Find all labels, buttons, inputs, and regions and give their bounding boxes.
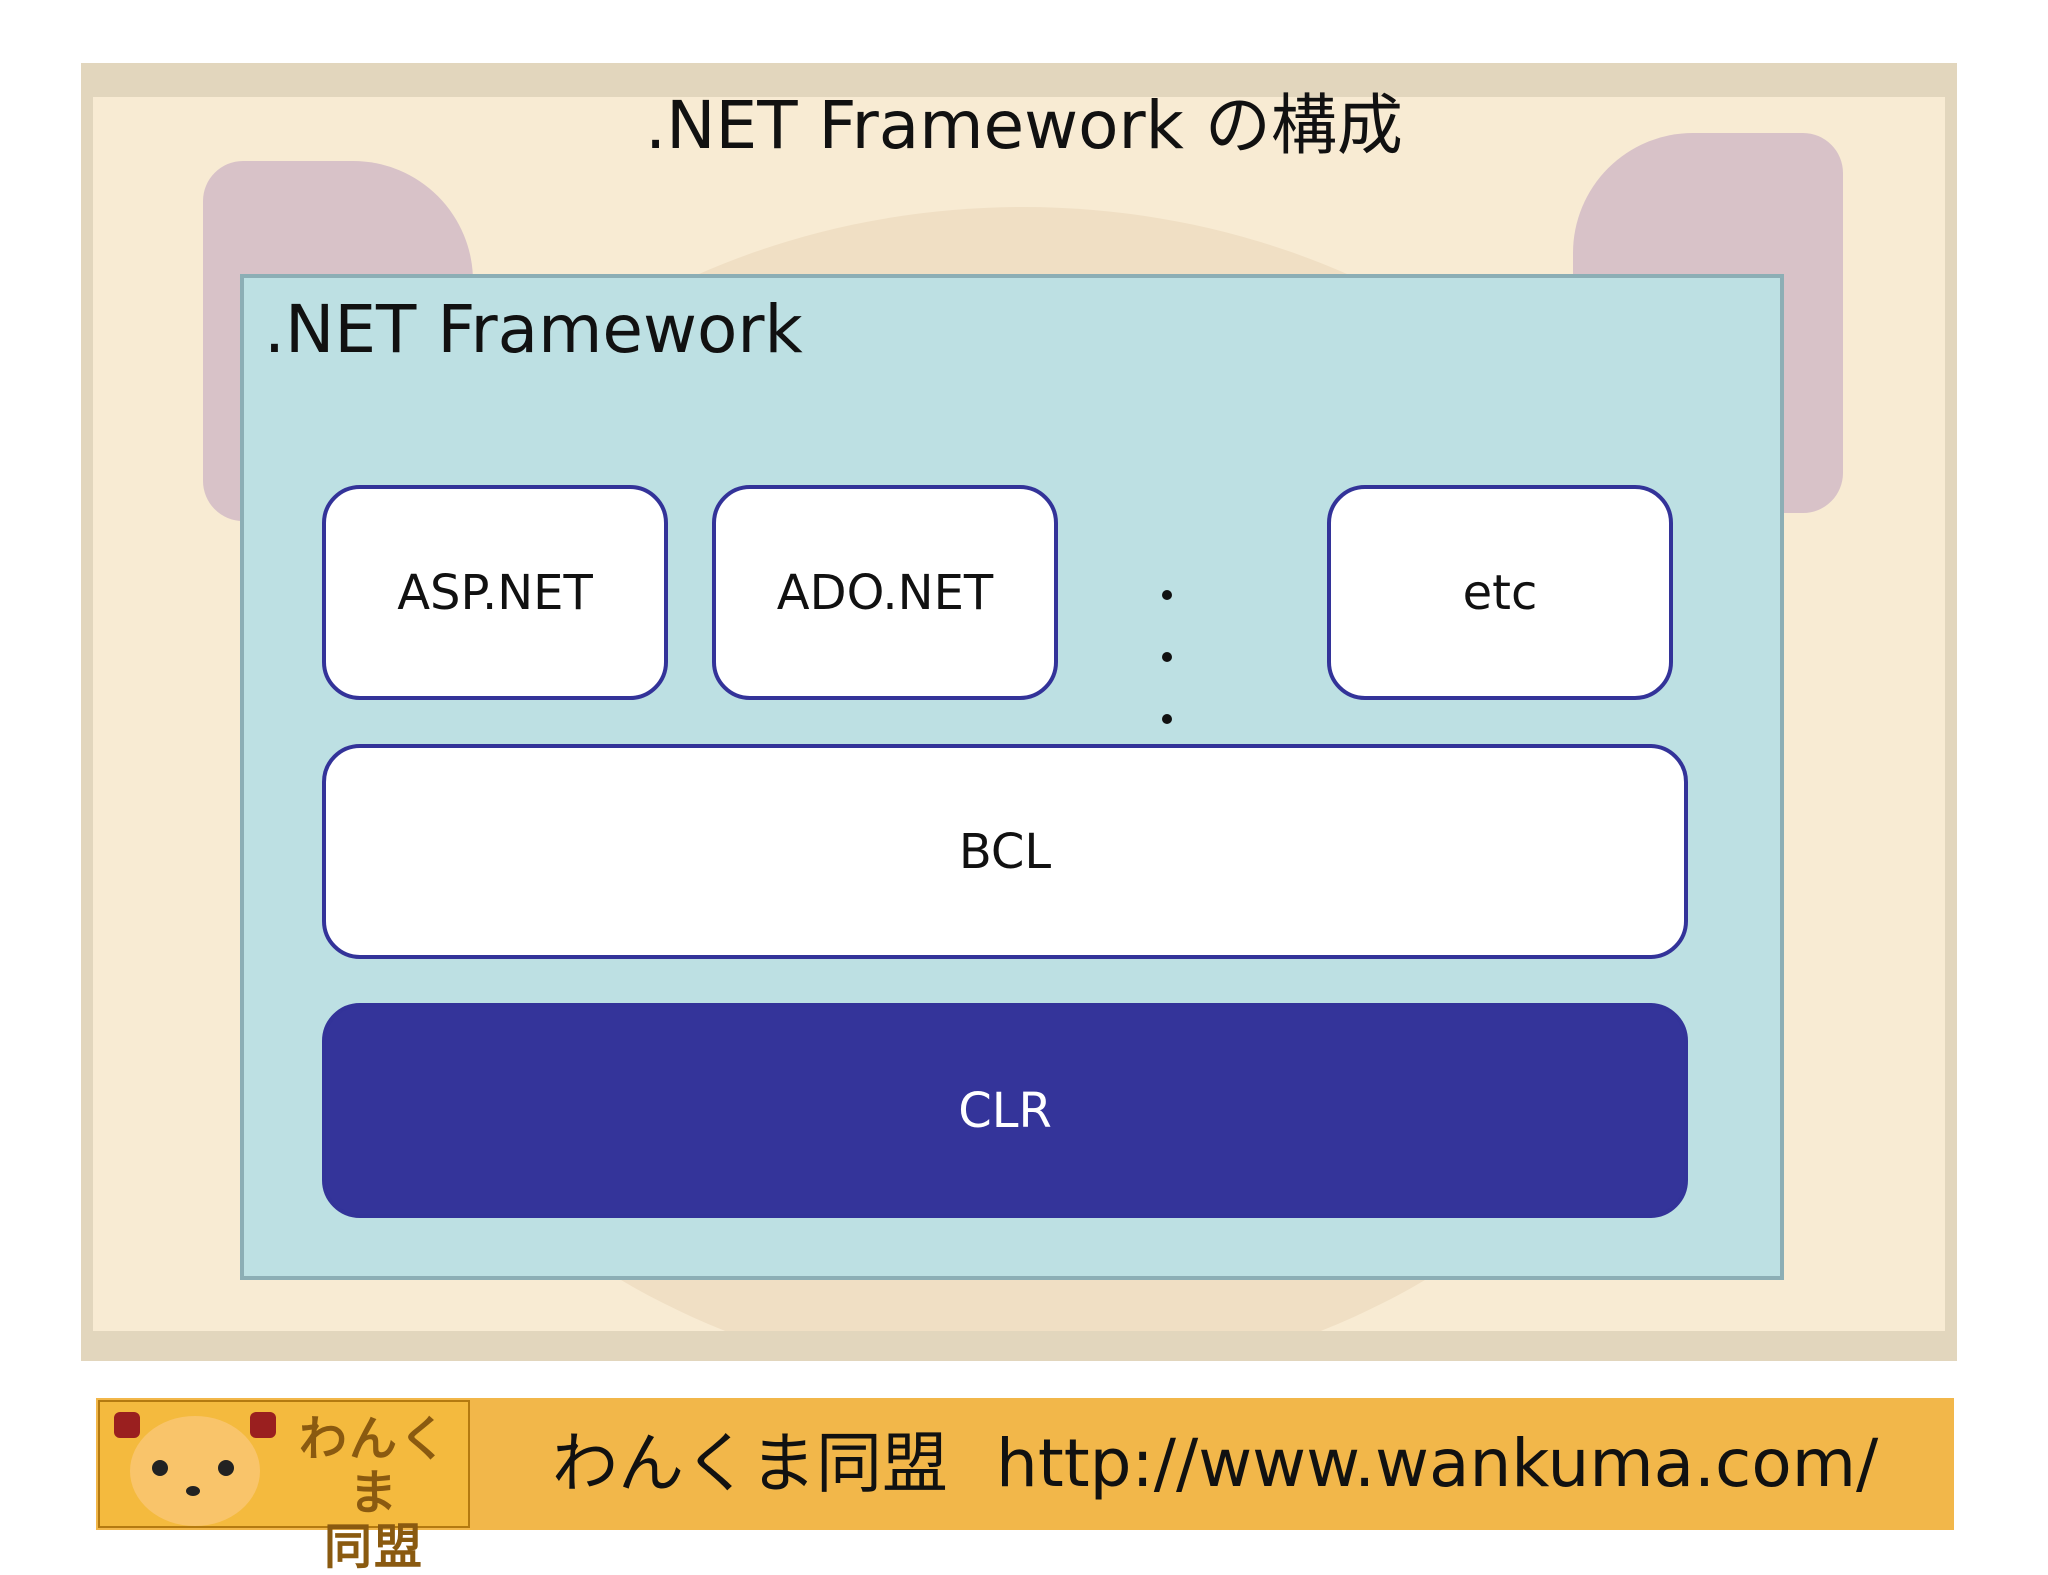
component-clr: CLR (322, 1003, 1688, 1218)
component-asp-net-label: ASP.NET (397, 564, 593, 621)
component-bcl-label: BCL (958, 823, 1052, 880)
component-asp-net: ASP.NET (322, 485, 668, 700)
logo-text-line2: 同盟 (323, 1519, 424, 1575)
logo-text: わんくま 同盟 (284, 1412, 464, 1574)
bear-eye-right-icon (218, 1460, 234, 1476)
component-etc: etc (1327, 485, 1673, 700)
ellipsis-dot-3 (1162, 714, 1172, 724)
logo-text-line1: わんくま (298, 1411, 449, 1521)
ellipsis-dot-2 (1162, 652, 1172, 662)
footer-text: わんくま同盟 http://www.wankuma.com/ (552, 1424, 1878, 1503)
component-ado-net-label: ADO.NET (776, 564, 994, 621)
component-clr-label: CLR (958, 1082, 1052, 1139)
component-bcl: BCL (322, 744, 1688, 959)
bear-eye-left-icon (152, 1460, 168, 1476)
slide-title: .NET Framework の構成 (645, 87, 1403, 164)
logo-ear-left-icon (114, 1412, 140, 1438)
ellipsis-dot-1 (1162, 590, 1172, 600)
wankuma-logo: わんくま 同盟 (98, 1400, 470, 1574)
bear-face-icon (130, 1416, 260, 1526)
bear-nose-icon (186, 1486, 200, 1496)
footer-org-name: わんくま同盟 (552, 1425, 948, 1502)
footer-url-link[interactable]: http://www.wankuma.com/ (996, 1425, 1879, 1502)
logo-ear-right-icon (250, 1412, 276, 1438)
component-etc-label: etc (1462, 564, 1538, 621)
framework-container-label: .NET Framework (264, 291, 803, 368)
component-ado-net: ADO.NET (712, 485, 1058, 700)
